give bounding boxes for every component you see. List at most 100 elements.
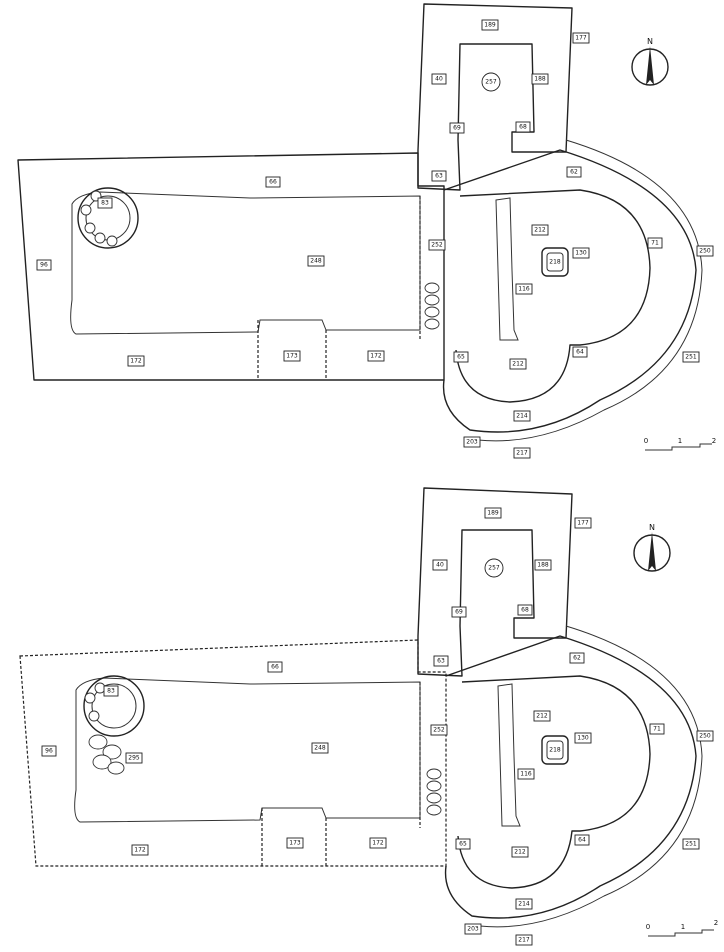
- svg-text:188: 188: [537, 562, 549, 569]
- label-218: 218: [549, 747, 561, 754]
- svg-text:1: 1: [681, 923, 685, 931]
- label-188: 188: [531, 73, 549, 85]
- svg-text:130: 130: [575, 250, 587, 257]
- label-214: 214: [513, 410, 531, 422]
- svg-text:0: 0: [646, 923, 650, 931]
- svg-text:130: 130: [577, 735, 589, 742]
- label-217: 217: [513, 447, 531, 459]
- svg-text:64: 64: [578, 837, 586, 844]
- label-250: 250: [696, 730, 714, 742]
- label-177: 177: [572, 32, 590, 44]
- font-structure: [77, 187, 139, 249]
- svg-text:218: 218: [549, 259, 561, 266]
- svg-text:189: 189: [484, 22, 496, 29]
- svg-text:251: 251: [685, 841, 697, 848]
- svg-text:96: 96: [40, 262, 48, 269]
- label-188: 188: [534, 559, 552, 571]
- svg-text:177: 177: [577, 520, 589, 527]
- label-217: 217: [515, 934, 533, 946]
- trench: [495, 197, 519, 341]
- svg-text:N: N: [649, 523, 655, 532]
- svg-text:203: 203: [466, 439, 478, 446]
- svg-text:2: 2: [714, 919, 718, 927]
- plan-top: 189 177 40 257 188 69 68 62 63 66 83 96 …: [17, 3, 716, 459]
- svg-text:212: 212: [536, 713, 548, 720]
- svg-text:71: 71: [653, 726, 661, 733]
- label-40: 40: [432, 559, 448, 571]
- svg-text:1: 1: [678, 437, 682, 445]
- scale-bar-bottom: 0 1 2: [646, 919, 718, 937]
- label-250: 250: [696, 245, 714, 257]
- svg-text:66: 66: [269, 179, 277, 186]
- svg-text:173: 173: [289, 840, 301, 847]
- svg-text:68: 68: [519, 124, 527, 131]
- label-63: 63: [433, 655, 449, 667]
- label-130: 130: [572, 247, 590, 259]
- apse-inner: [457, 675, 651, 889]
- label-172-left: 172: [131, 844, 149, 856]
- label-295: 295: [125, 752, 143, 764]
- svg-text:212: 212: [514, 849, 526, 856]
- svg-text:217: 217: [516, 450, 528, 457]
- apse-outer-line2: [477, 139, 703, 442]
- svg-text:116: 116: [518, 286, 530, 293]
- altar-inner: [546, 252, 564, 272]
- svg-text:69: 69: [453, 125, 461, 132]
- svg-text:63: 63: [435, 173, 443, 180]
- svg-text:203: 203: [467, 926, 479, 933]
- label-68: 68: [517, 604, 533, 616]
- label-83: 83: [103, 685, 119, 697]
- font-structure: [83, 675, 145, 775]
- label-68: 68: [515, 121, 531, 133]
- svg-text:172: 172: [134, 847, 146, 854]
- svg-text:189: 189: [487, 510, 499, 517]
- svg-text:65: 65: [457, 354, 465, 361]
- label-212-lower: 212: [509, 358, 527, 370]
- label-212-upper: 212: [533, 710, 551, 722]
- label-65: 65: [455, 838, 471, 850]
- svg-text:250: 250: [699, 248, 711, 255]
- svg-text:188: 188: [534, 76, 546, 83]
- svg-text:N: N: [647, 37, 653, 46]
- svg-text:83: 83: [101, 200, 109, 207]
- svg-text:252: 252: [431, 242, 443, 249]
- label-173: 173: [286, 837, 304, 849]
- svg-text:212: 212: [534, 227, 546, 234]
- label-64: 64: [572, 346, 588, 358]
- svg-text:71: 71: [651, 240, 659, 247]
- plan-bottom: 189 177 40 257 188 69 68 62 63 66 83 96 …: [19, 487, 718, 946]
- apse-inner: [455, 189, 651, 403]
- label-257: 257: [484, 558, 504, 578]
- svg-text:257: 257: [485, 79, 497, 86]
- svg-text:65: 65: [459, 841, 467, 848]
- label-130: 130: [574, 732, 592, 744]
- label-203: 203: [464, 923, 482, 935]
- label-71: 71: [647, 237, 663, 249]
- label-251: 251: [682, 351, 700, 363]
- trench: [497, 683, 521, 827]
- label-212-lower: 212: [511, 846, 529, 858]
- svg-text:64: 64: [576, 349, 584, 356]
- svg-text:40: 40: [436, 562, 444, 569]
- svg-text:63: 63: [437, 658, 445, 665]
- label-212-upper: 212: [531, 224, 549, 236]
- altar: [541, 247, 569, 277]
- plan-top-labels: 189 177 40 257 188 69 68 62 63 66 83 96 …: [36, 19, 714, 459]
- label-69: 69: [451, 606, 467, 618]
- label-252: 252: [428, 239, 446, 251]
- label-214: 214: [515, 898, 533, 910]
- north-arrow-top: N: [631, 37, 669, 86]
- svg-text:116: 116: [520, 771, 532, 778]
- label-251: 251: [682, 838, 700, 850]
- label-257: 257: [481, 72, 501, 92]
- svg-text:177: 177: [575, 35, 587, 42]
- svg-text:295: 295: [128, 755, 140, 762]
- label-69: 69: [449, 122, 465, 134]
- plan-bottom-labels: 189 177 40 257 188 69 68 62 63 66 83 96 …: [41, 507, 714, 946]
- svg-text:248: 248: [310, 258, 322, 265]
- north-arrow-bottom: N: [633, 523, 671, 572]
- label-172-left: 172: [127, 355, 145, 367]
- tower-outline: [417, 3, 573, 191]
- svg-text:2: 2: [712, 437, 716, 445]
